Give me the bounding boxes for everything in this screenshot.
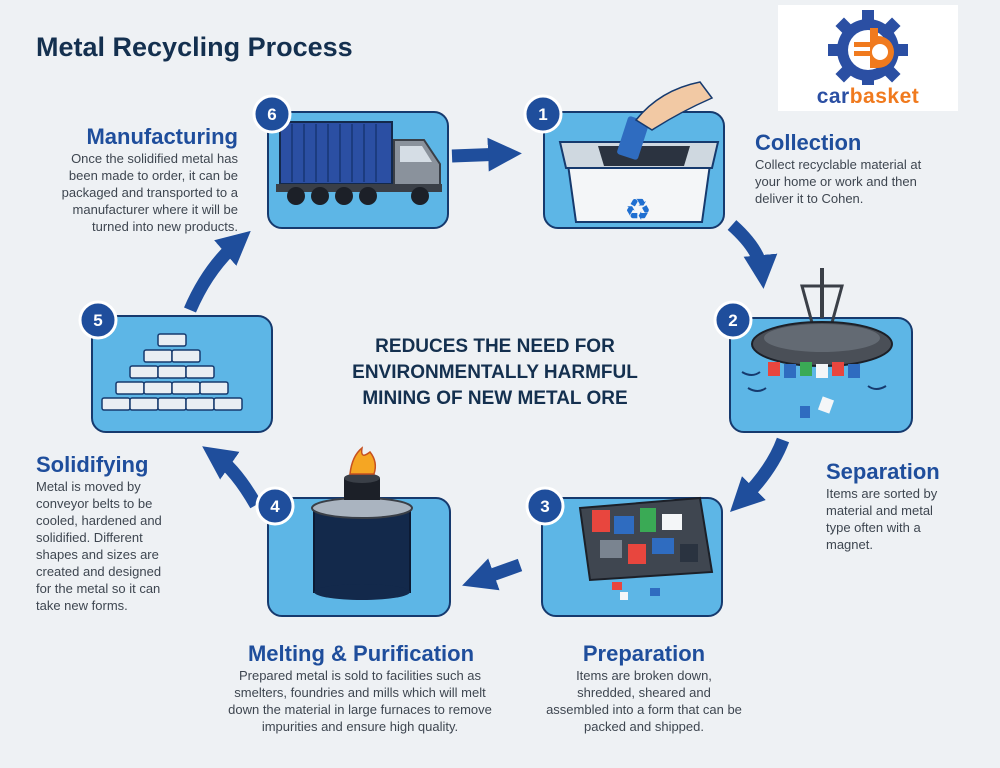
arrow-2-to-3: [730, 437, 790, 512]
arrow-1-to-2: [727, 220, 778, 289]
arrow-3-to-4: [462, 558, 523, 591]
panel-preparation: [541, 496, 723, 617]
panel-manufacturing: [267, 111, 449, 229]
badge-number-6: 6: [267, 105, 276, 124]
badge-5: 5: [78, 300, 118, 340]
ingot-stack: [101, 333, 243, 411]
badge-number-4: 4: [270, 497, 280, 516]
badge-number-1: 1: [538, 105, 547, 124]
arrow-4-to-5: [202, 446, 262, 509]
step-2-title: Separation: [826, 459, 940, 484]
badge-6: 6: [252, 94, 292, 134]
badge-number-3: 3: [540, 497, 549, 516]
flame-icon: [349, 446, 377, 475]
badge-number-2: 2: [728, 311, 737, 330]
step-4-description: Prepared metal is sold to facilities suc…: [228, 668, 492, 734]
arrow-5-to-6: [184, 230, 251, 313]
step-3-description: Items are broken down, shredded, sheared…: [546, 668, 742, 734]
step-6-title: Manufacturing: [86, 124, 238, 149]
step-1-description: Collect recyclable material at your home…: [755, 157, 922, 206]
badge-2: 2: [713, 300, 753, 340]
badge-3: 3: [525, 486, 565, 526]
panel-melting: [267, 446, 451, 617]
center-message: REDUCES THE NEED FOR ENVIRONMENTALLY HAR…: [352, 336, 638, 409]
carbasket-logo: carbasket: [778, 5, 958, 111]
badge-4: 4: [255, 486, 295, 526]
panel-collection: ♻: [543, 81, 725, 229]
step-4-title: Melting & Purification: [247, 641, 475, 666]
badge-1: 1: [523, 94, 563, 134]
step-5-title: Solidifying: [36, 452, 149, 477]
panel-separation: [729, 268, 913, 433]
step-1-title: Collection: [755, 130, 862, 155]
panel-solidifying: [91, 315, 273, 433]
arrow-6-to-1: [451, 137, 522, 172]
step-2-description: Items are sorted by material and metal t…: [826, 486, 938, 552]
step-6-description: Once the solidified metal has been made …: [61, 151, 238, 234]
logo-text: carbasket: [816, 85, 920, 108]
recycle-icon: ♻: [625, 193, 652, 228]
page-title: Metal Recycling Process: [36, 32, 353, 62]
step-5-description: Metal is moved by conveyor belts to be c…: [36, 479, 162, 613]
step-3-title: Preparation: [582, 641, 706, 666]
badge-number-5: 5: [93, 311, 102, 330]
gear-logo-icon: [828, 10, 908, 85]
